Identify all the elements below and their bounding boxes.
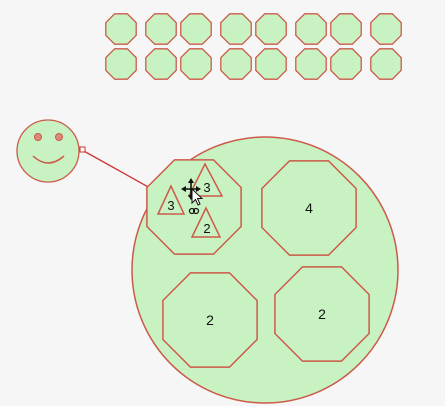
board-octagon-label: 2 (318, 306, 326, 322)
board-triangle[interactable]: 3 (156, 184, 186, 215)
board-triangle-label: 2 (203, 221, 210, 236)
move-cursor-icon (181, 178, 204, 215)
palette-octagon-token[interactable] (105, 48, 137, 80)
board-octagon-shape (261, 160, 357, 256)
smiley-mouth (32, 155, 65, 164)
palette-octagon-token[interactable] (220, 13, 252, 45)
palette-octagon-token[interactable] (180, 48, 212, 80)
board-octagon-shape (274, 266, 370, 362)
smiley-face-icon[interactable] (16, 119, 80, 183)
board-octagon[interactable]: 4 (261, 160, 357, 256)
token-palette (105, 13, 402, 80)
palette-octagon-token[interactable] (220, 48, 252, 80)
palette-octagon-token[interactable] (330, 48, 362, 80)
palette-octagon-token[interactable] (255, 48, 287, 80)
palette-octagon-token[interactable] (370, 48, 402, 80)
board-octagon-label: 4 (305, 200, 313, 216)
board-triangle-label: 3 (203, 180, 210, 195)
palette-octagon-token[interactable] (180, 13, 212, 45)
board-triangle-shape (156, 184, 186, 215)
palette-octagon-token[interactable] (255, 13, 287, 45)
palette-octagon-token[interactable] (330, 13, 362, 45)
palette-octagon-token[interactable] (145, 13, 177, 45)
board-octagon[interactable]: 2 (162, 272, 258, 368)
connector-handle[interactable] (79, 146, 86, 153)
smiley-left-eye (34, 133, 42, 141)
board-octagon-shape (162, 272, 258, 368)
palette-octagon-token[interactable] (295, 13, 327, 45)
board-triangle-label: 3 (167, 198, 174, 213)
board-octagon-label: 2 (206, 312, 214, 328)
board-triangle-shape (190, 206, 222, 238)
palette-octagon-token[interactable] (105, 13, 137, 45)
palette-octagon-token[interactable] (370, 13, 402, 45)
board-triangle[interactable]: 2 (190, 206, 222, 238)
smiley-head (16, 119, 80, 183)
board-octagon[interactable]: 2 (274, 266, 370, 362)
palette-octagon-token[interactable] (295, 48, 327, 80)
palette-octagon-token[interactable] (145, 48, 177, 80)
smiley-right-eye (55, 133, 63, 141)
